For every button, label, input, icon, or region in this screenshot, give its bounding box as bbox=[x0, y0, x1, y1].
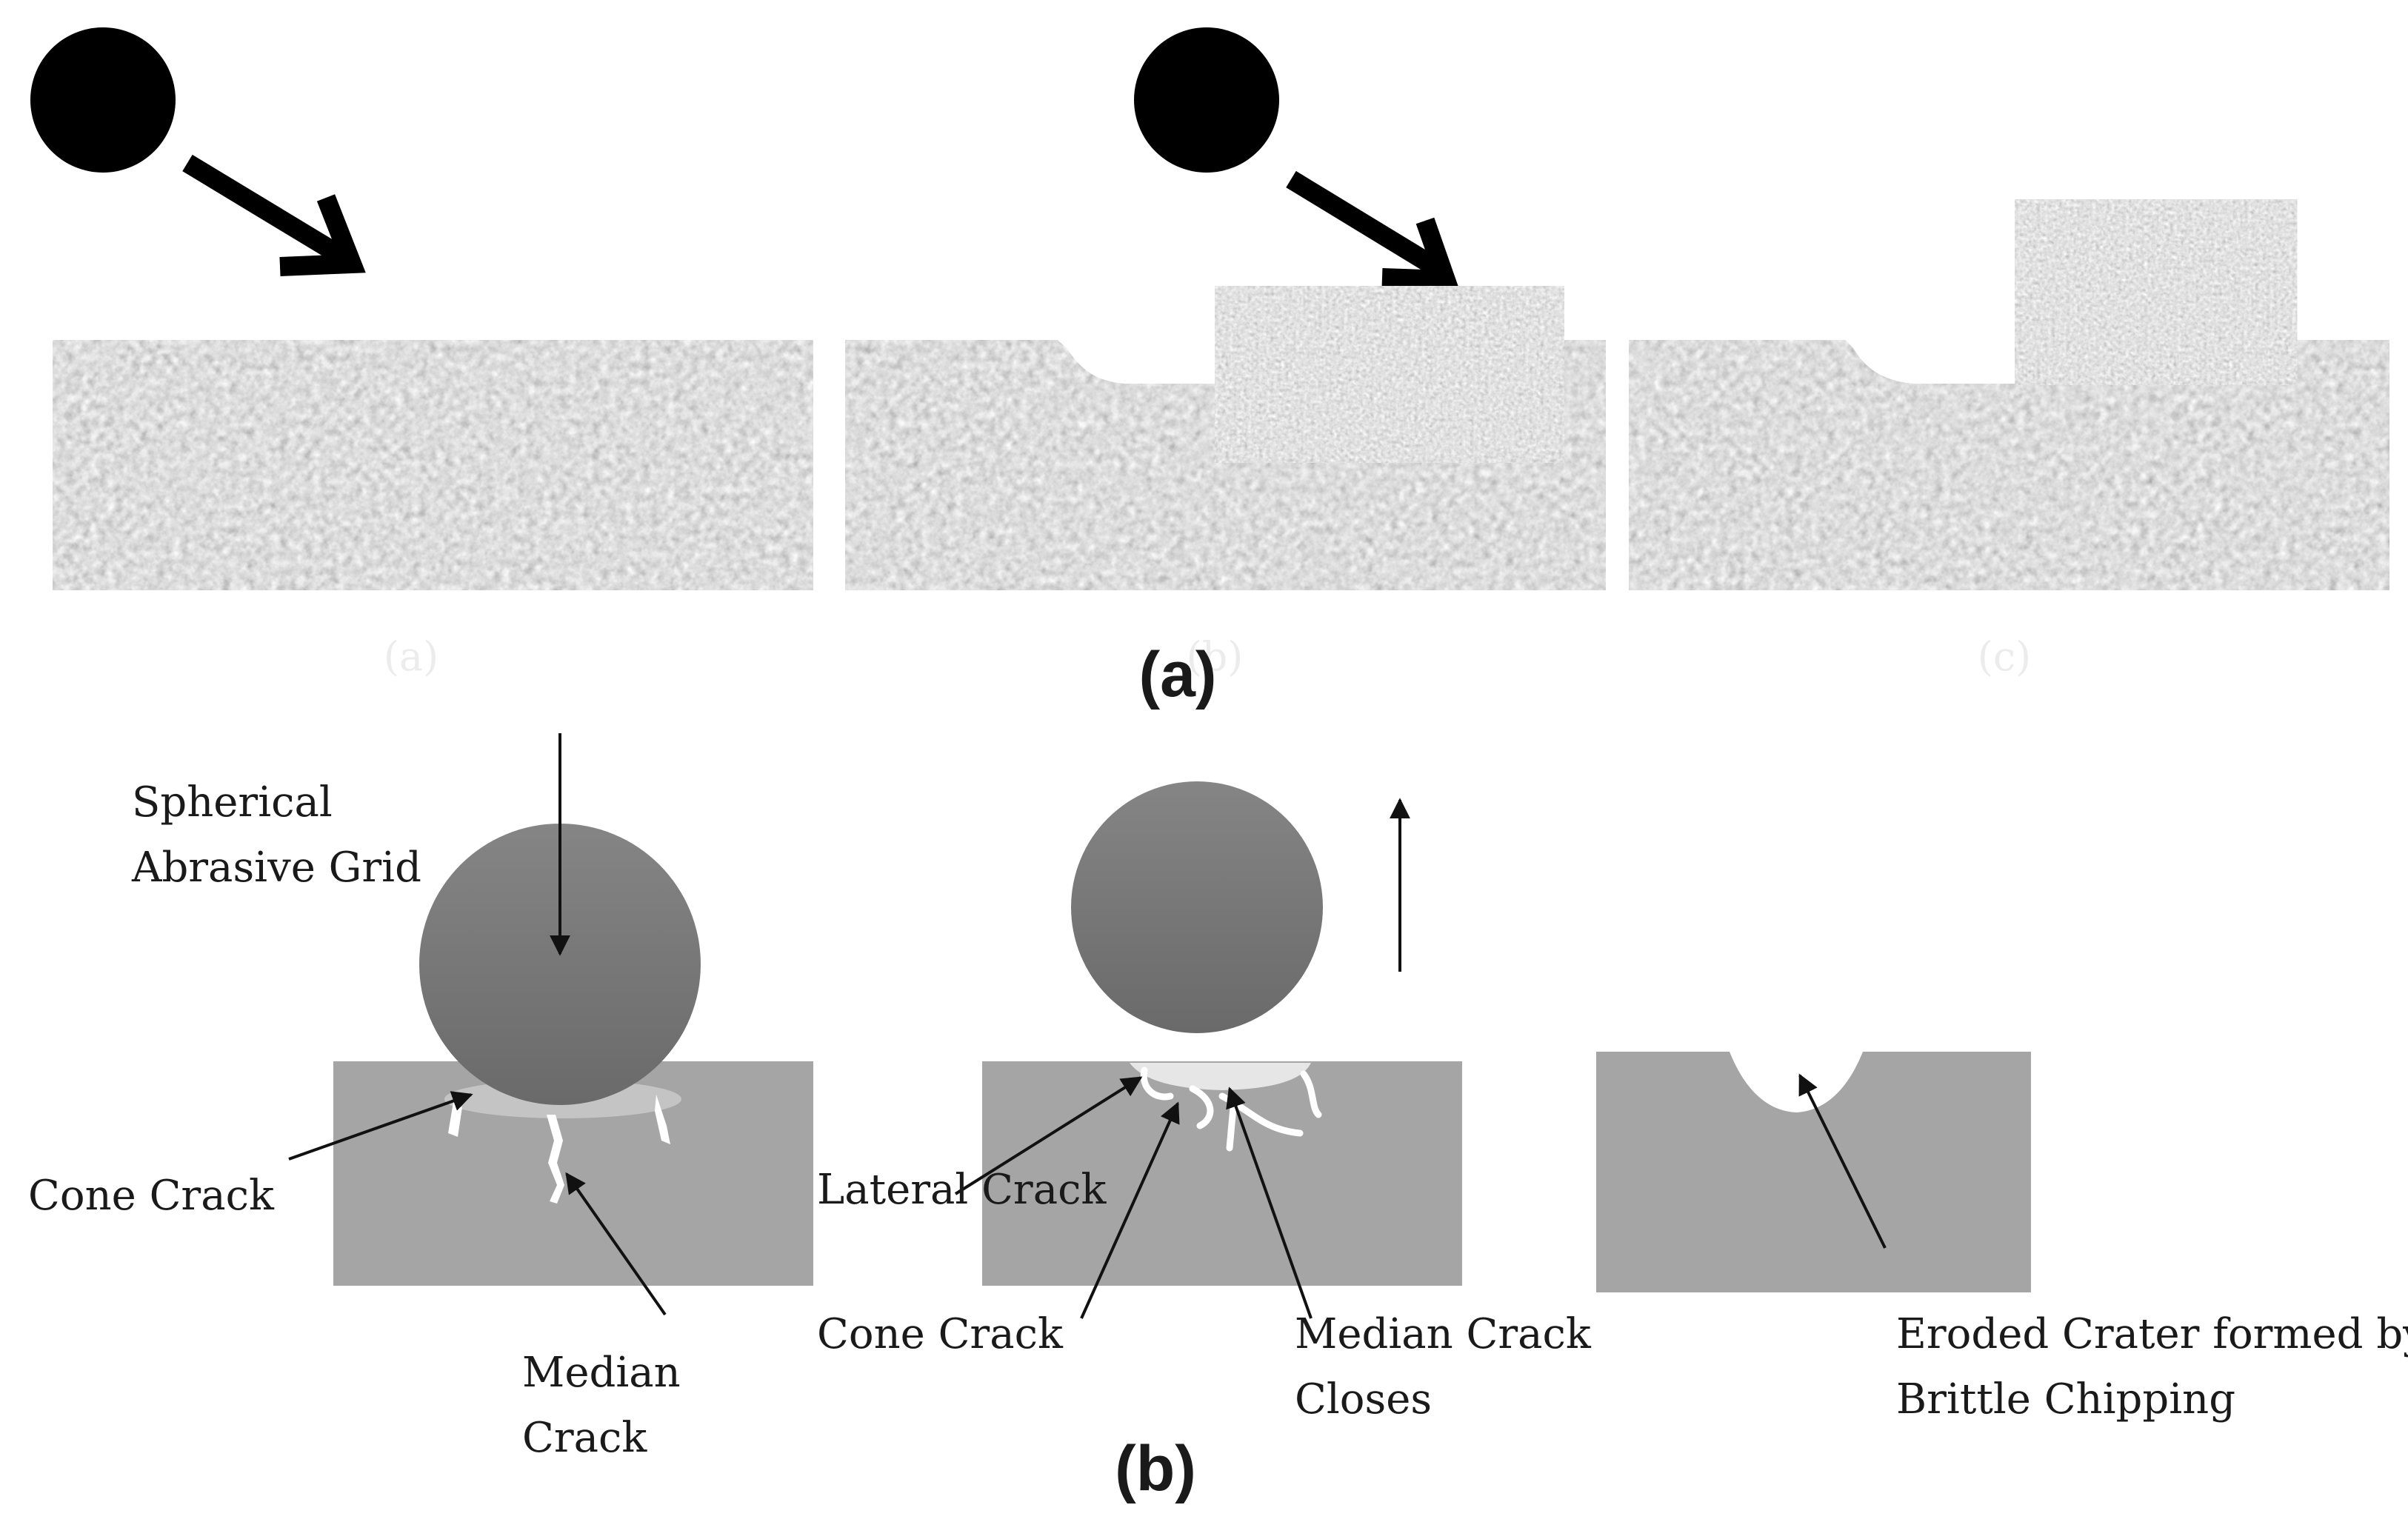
panel-a-caption: (a) bbox=[1138, 639, 1216, 710]
cone-crack bbox=[1189, 1085, 1214, 1129]
stage-c-debris bbox=[1629, 199, 2389, 590]
label-median: Median bbox=[522, 1349, 681, 1397]
sublabel-a: (a) bbox=[384, 633, 438, 680]
panel-a: (a) (b) (c) (a) bbox=[30, 27, 2389, 710]
stage-a-approach bbox=[30, 27, 813, 590]
velocity-arrow bbox=[182, 154, 366, 276]
panel-b: Spherical Abrasive Grid Cone Crack Media… bbox=[28, 733, 2408, 1504]
sublabel-c: (c) bbox=[1978, 633, 2031, 680]
panel-b-caption: (b) bbox=[1115, 1433, 1196, 1504]
cone-crack-pointer bbox=[288, 1091, 473, 1161]
cone-crack-pointer bbox=[1080, 1101, 1180, 1319]
label-cone-crack: Cone Crack bbox=[817, 1310, 1064, 1358]
eroded-crater bbox=[1841, 335, 2067, 384]
label-brittle-chipping: Brittle Chipping bbox=[1896, 1375, 2235, 1423]
contact-zone bbox=[1130, 1063, 1311, 1090]
label-lateral-crack: Lateral Crack bbox=[817, 1166, 1107, 1214]
crater-pointer bbox=[1798, 1073, 1887, 1249]
label-cone-crack: Cone Crack bbox=[28, 1172, 275, 1220]
label-spherical: Spherical bbox=[132, 778, 333, 827]
sublabel-b: (b) bbox=[1187, 633, 1244, 680]
granular-substrate bbox=[53, 340, 813, 590]
stage-b3-crater: Eroded Crater formed by Brittle Chipping bbox=[1596, 1052, 2408, 1423]
impact-crater bbox=[1052, 335, 1341, 384]
stage-b-impact bbox=[845, 27, 1606, 590]
cone-crack-right bbox=[655, 1095, 670, 1144]
lateral-crack-pointer bbox=[954, 1076, 1143, 1195]
label-median-crack: Median Crack bbox=[1295, 1310, 1592, 1358]
abrasive-sphere bbox=[1071, 781, 1323, 1033]
stage-b2-unloading: Lateral Crack Cone Crack Median Crack Cl… bbox=[817, 781, 1592, 1423]
median-crack-pointer bbox=[565, 1172, 667, 1316]
lateral-crack bbox=[1140, 1067, 1174, 1101]
label-closes: Closes bbox=[1295, 1375, 1432, 1423]
ejected-debris bbox=[2015, 199, 2298, 385]
stage-b1-loading: Spherical Abrasive Grid Cone Crack Media… bbox=[28, 733, 813, 1462]
cone-crack-left bbox=[448, 1102, 462, 1137]
label-crack: Crack bbox=[522, 1414, 647, 1462]
ejected-chip-stream bbox=[1215, 286, 1564, 463]
velocity-arrow bbox=[1286, 170, 1460, 290]
abrasive-sphere bbox=[419, 824, 701, 1105]
median-crack-pointer bbox=[1226, 1087, 1313, 1319]
median-crack bbox=[547, 1115, 564, 1204]
impact-particle bbox=[30, 27, 176, 173]
impact-particle bbox=[1134, 27, 1279, 173]
label-eroded-crater: Eroded Crater formed by bbox=[1896, 1310, 2408, 1358]
crack-pattern bbox=[448, 1095, 670, 1204]
label-abrasive-grid: Abrasive Grid bbox=[131, 844, 421, 892]
eroded-substrate bbox=[1596, 1052, 2031, 1292]
